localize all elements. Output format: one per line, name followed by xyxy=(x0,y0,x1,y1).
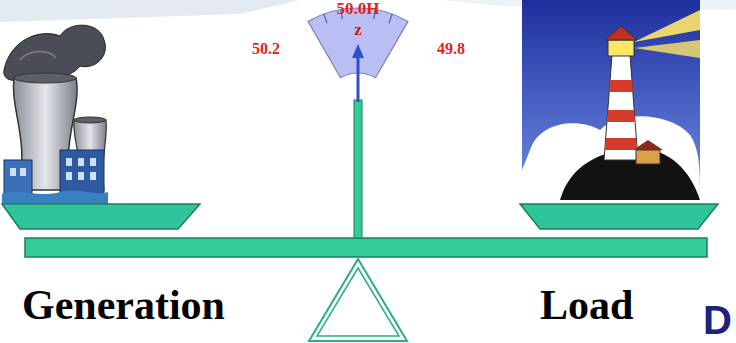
scale-mark: 49.8 xyxy=(437,41,465,57)
balance-pole xyxy=(354,100,362,238)
fulcrum-triangle xyxy=(309,259,407,341)
frequency-unit: z xyxy=(354,21,362,38)
right-pan xyxy=(520,204,718,229)
left-pan xyxy=(2,204,200,229)
power-plant-picture xyxy=(2,25,108,204)
scale-mark: 50.2 xyxy=(252,41,280,57)
lighthouse-picture xyxy=(522,0,700,200)
side-label: Generation xyxy=(22,284,225,326)
page-letter: D xyxy=(703,300,732,340)
balance-beam xyxy=(25,238,707,257)
side-label: Load xyxy=(540,284,633,326)
pointer-arrow xyxy=(352,44,364,102)
frequency-reading: 50.0H xyxy=(337,0,380,17)
